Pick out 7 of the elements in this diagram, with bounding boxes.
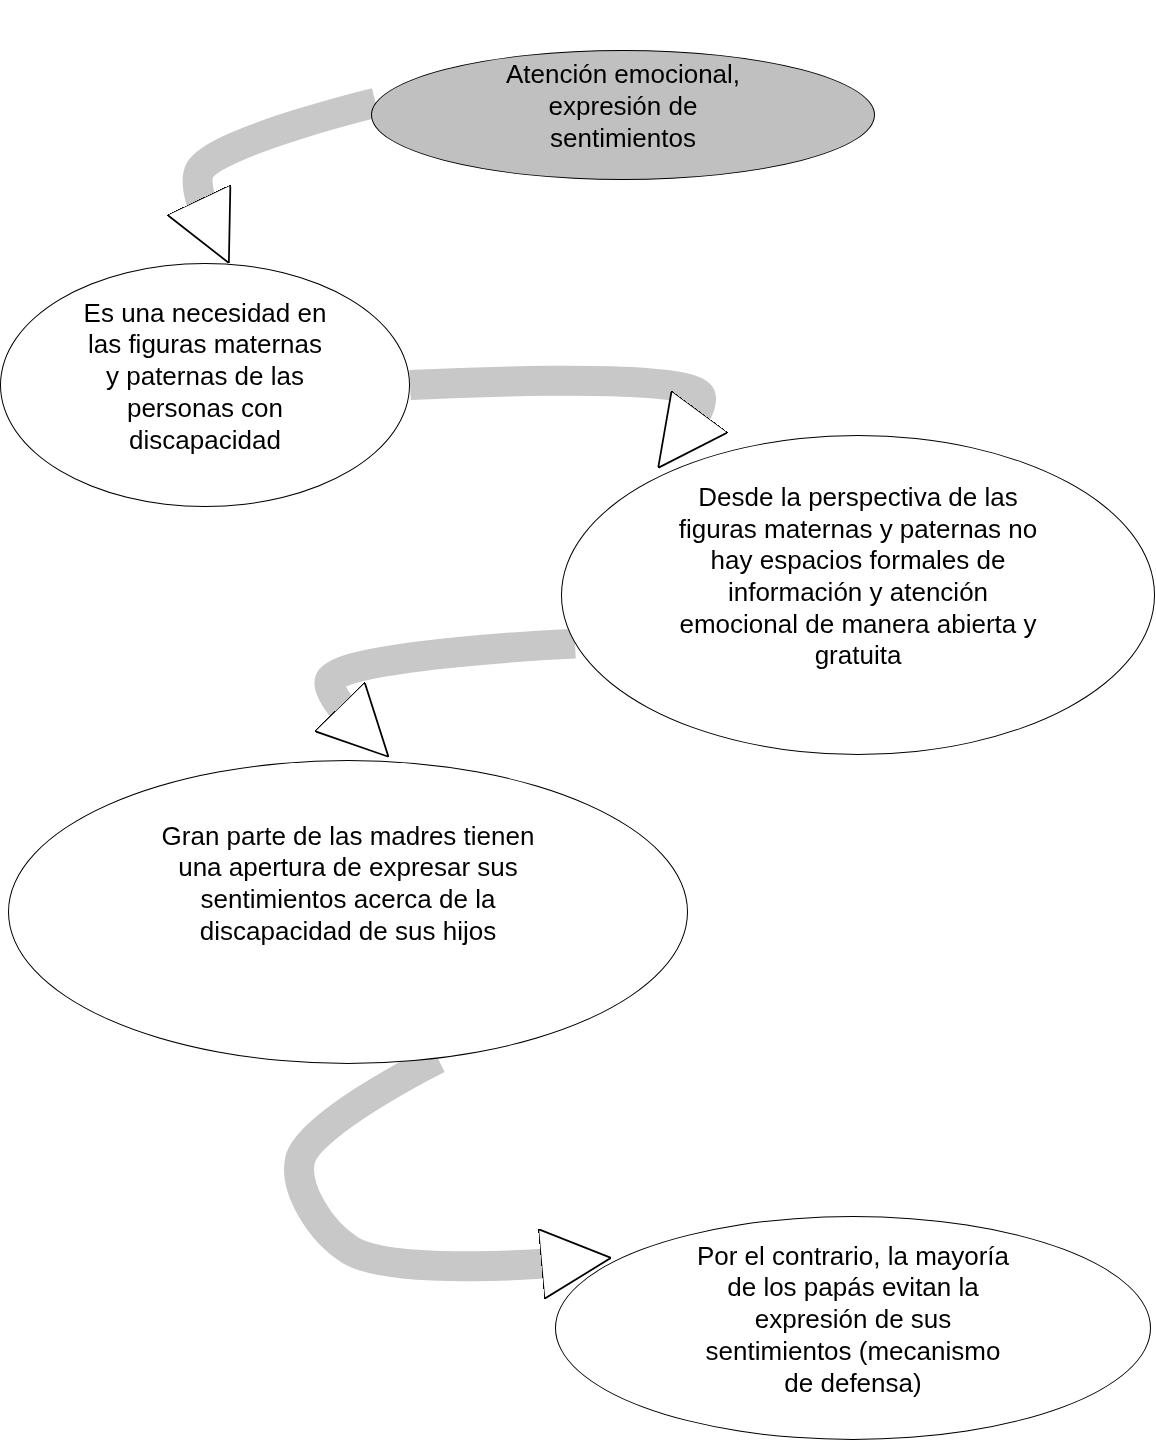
node-text: Gran parte de las madres tienen una apertura de expresar sus sentimientos acerca de la discapacidad de sus hijos bbox=[160, 820, 536, 948]
node-text: Por el contrario, la mayoría de los papás evitan la expresión de sus sentimientos (mecanismo de defensa) bbox=[695, 1240, 1011, 1400]
curved-arrow bbox=[409, 365, 729, 470]
curved-arrow bbox=[313, 628, 576, 758]
node-text: Desde la perspectiva de las figuras maternas y paternas no hay espacios formales de información y atención emocional de manera abierta y gratuita bbox=[678, 481, 1038, 673]
node-text: Atención emocional, expresión de sentimientos bbox=[504, 59, 742, 155]
node-text: Es una necesidad en las figuras maternas y paternas de las personas con discapacidad bbox=[82, 297, 328, 457]
